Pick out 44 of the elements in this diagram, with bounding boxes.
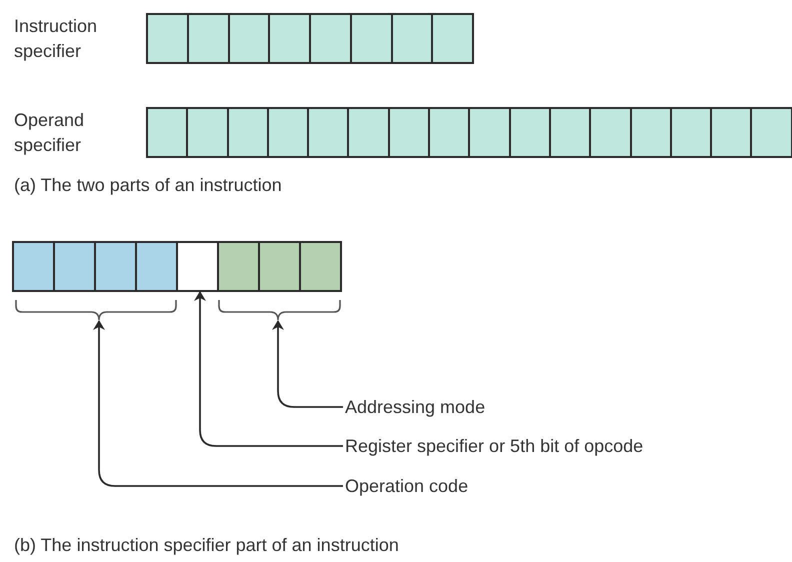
bit-cell: [347, 107, 390, 158]
caption: (a) The two parts of an instruction: [14, 174, 282, 196]
bit-cell: [508, 107, 551, 158]
bit-cell: [226, 107, 269, 158]
bit-cell: [630, 107, 672, 158]
bit-cell: [186, 107, 229, 158]
bit-cell: [309, 13, 352, 64]
bit-cell: [53, 241, 96, 292]
leader-arrow: [272, 320, 343, 408]
annotation-text: Addressing mode: [345, 396, 486, 418]
bit-cell: [589, 107, 632, 158]
bit-cell: [307, 107, 350, 158]
bit-cell: [431, 13, 474, 64]
bit-cell: [670, 107, 712, 158]
annotation-text: Operation code: [345, 475, 468, 497]
bit-cell: [176, 241, 219, 292]
brace: [15, 300, 177, 321]
bit-cell: [12, 241, 55, 292]
bit-cell: [146, 107, 188, 158]
bit-cell: [350, 13, 392, 64]
brace: [218, 300, 341, 321]
leader-arrow: [194, 291, 343, 447]
bit-cell: [750, 107, 792, 158]
bit-cell: [428, 107, 470, 158]
bit-cell: [299, 241, 342, 292]
bit-cell: [268, 13, 311, 64]
leader-arrow: [93, 320, 343, 487]
row-label: Operand specifier: [14, 108, 86, 157]
bit-cell: [217, 241, 260, 292]
bit-cell: [548, 107, 592, 158]
bit-cell: [710, 107, 752, 158]
bit-cell: [228, 13, 270, 64]
bit-cell: [146, 13, 189, 64]
caption: (b) The instruction specifier part of an instruction: [14, 534, 399, 556]
bit-cell: [266, 107, 310, 158]
bit-cell: [390, 13, 434, 64]
bit-cell: [94, 241, 137, 292]
bit-cell: [258, 241, 301, 292]
bit-cell: [186, 13, 230, 64]
bit-cell: [388, 107, 430, 158]
bit-cell: [468, 107, 511, 158]
annotation-text: Register specifier or 5th bit of opcode: [345, 435, 644, 457]
row-label: Instruction specifier: [14, 14, 98, 63]
bit-cell: [135, 241, 178, 292]
